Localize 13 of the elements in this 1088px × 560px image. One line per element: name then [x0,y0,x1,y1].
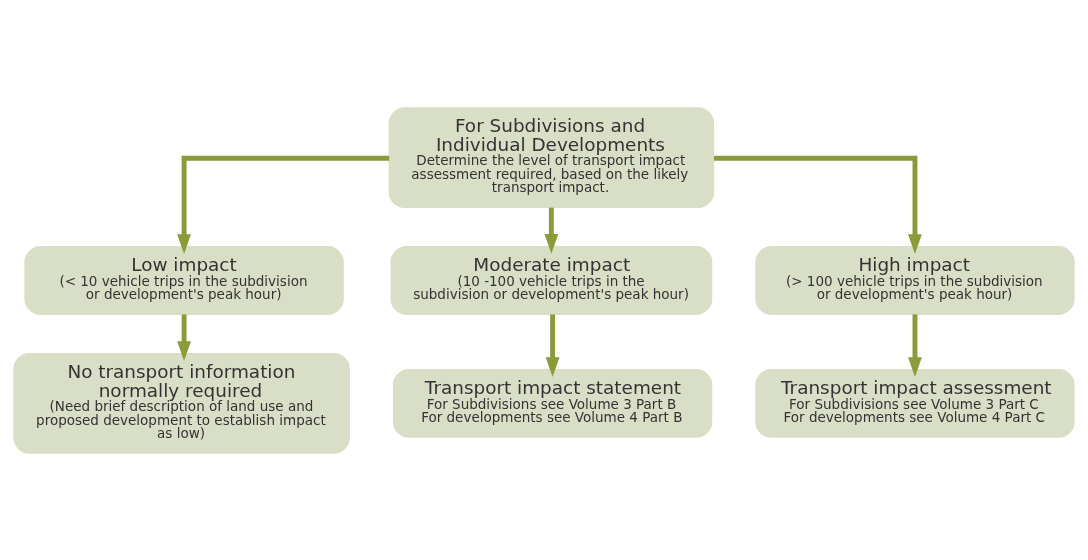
node-box: Transport impact statement For Subdivisions see Volume 3 Part B For developments see Volume 4 Part B [392,368,713,438]
arrow [177,155,390,254]
node-box: Moderate impact (10 -100 vehicle trips in the subdivision or development's peak hour) [390,245,713,315]
arrow [544,207,559,254]
node-box: For Subdivisions and Individual Developments Determine the level of transport impact assessment required, based on the likely transport impact. [388,106,715,208]
node-box: High impact (> 100 vehicle trips in the subdivision or development's peak hour) [755,245,1075,315]
node-box: No transport information normally required (Need brief description of land use and proposed development to establish impact as low) [13,352,350,454]
arrow [908,313,922,377]
arrow [177,313,191,361]
arrow [545,313,560,377]
arrow [714,155,922,254]
node-box: Low impact (< 10 vehicle trips in the subdivision or development's peak hour) [24,245,344,315]
node-box: Transport impact assessment For Subdivisions see Volume 3 Part C For developments see Volume 4 Part C [755,368,1075,438]
